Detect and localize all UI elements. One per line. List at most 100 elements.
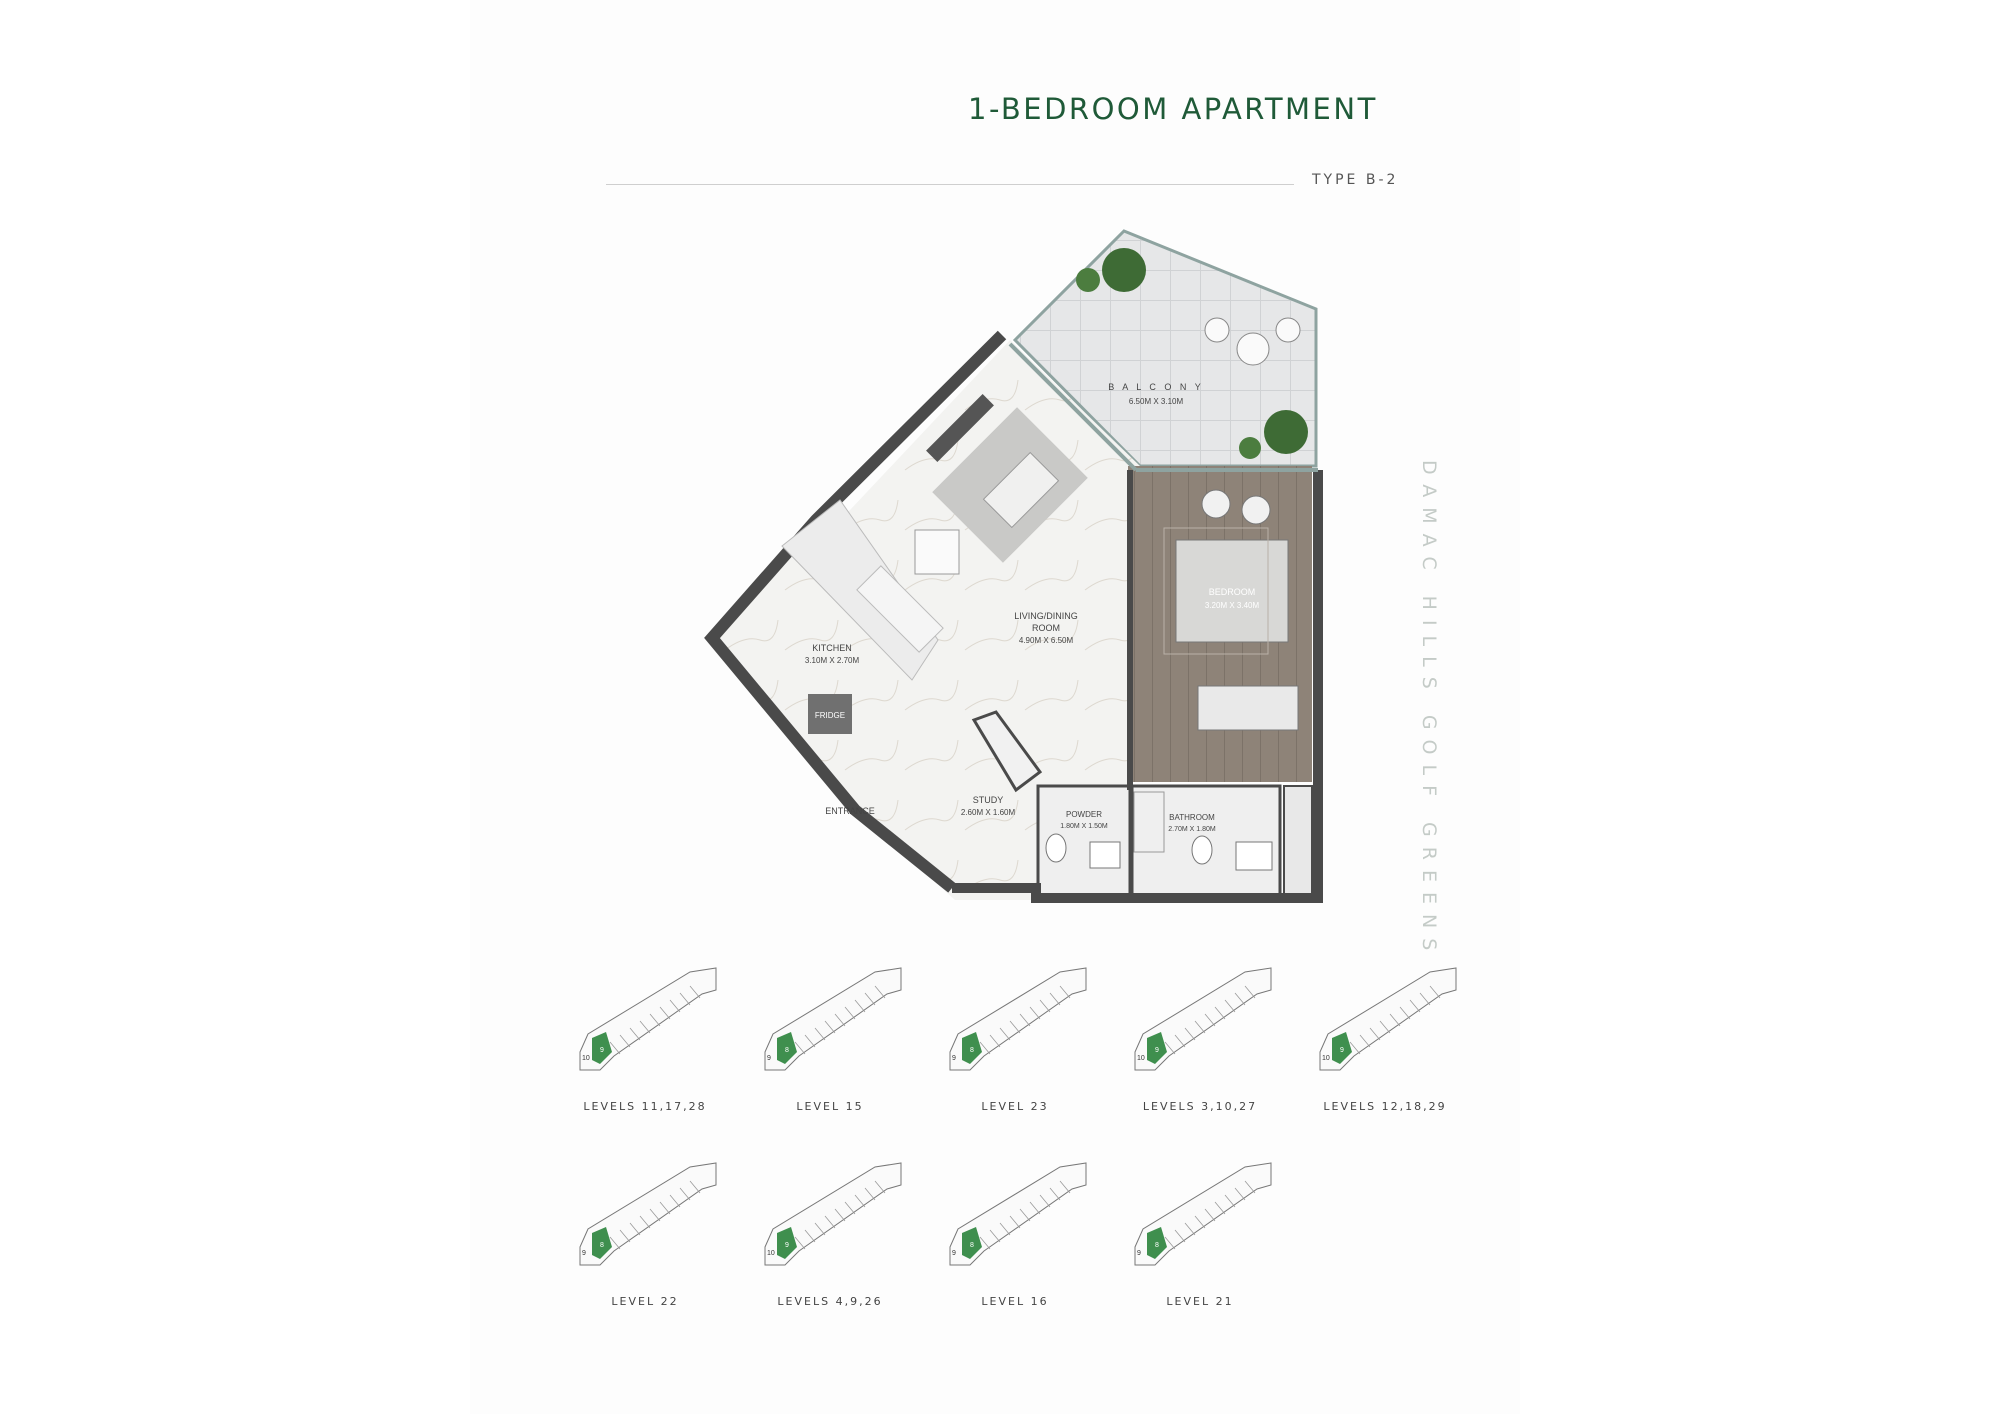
unit-divider xyxy=(1019,1208,1031,1222)
unit-divider xyxy=(1369,1027,1381,1041)
unit-divider xyxy=(864,992,876,1006)
powder-toilet xyxy=(1045,833,1067,863)
unit-divider xyxy=(1059,1180,1071,1194)
unit-divider xyxy=(649,1013,661,1027)
unit-divider xyxy=(1029,1201,1041,1215)
unit-divider xyxy=(1204,1208,1216,1222)
key-plan-diagram: 9 10 xyxy=(1319,967,1457,1071)
unit-divider xyxy=(804,1229,816,1243)
study-size: 2.60M X 1.60M xyxy=(961,808,1016,817)
highlighted-unit xyxy=(592,1227,612,1259)
highlighted-unit xyxy=(777,1032,797,1064)
unit-divider xyxy=(669,999,681,1013)
unit-divider xyxy=(844,1006,856,1020)
armchair-1 xyxy=(1201,489,1231,519)
kitchen-size: 3.10M X 2.70M xyxy=(805,656,860,665)
key-plan-diagram: 89 xyxy=(949,1162,1087,1266)
exterior-wall-west xyxy=(704,330,1007,893)
bedroom-label: BEDROOM xyxy=(1209,587,1256,597)
bedroom-size: 3.20M X 3.40M xyxy=(1205,601,1260,610)
unit-divider xyxy=(1214,1201,1226,1215)
highlighted-unit-number: 8 xyxy=(600,1242,604,1249)
unit-divider xyxy=(1184,1027,1196,1041)
balcony-label: B A L C O N Y xyxy=(1108,382,1204,392)
unit-divider xyxy=(689,985,701,999)
unit-divider xyxy=(834,1013,846,1027)
unit-divider xyxy=(1234,992,1246,1006)
unit-divider xyxy=(639,1020,651,1034)
unit-divider xyxy=(679,1187,691,1201)
unit-divider xyxy=(999,1222,1011,1236)
unit-divider xyxy=(1244,1180,1256,1194)
unit-divider xyxy=(794,1041,806,1055)
unit-divider xyxy=(1164,1236,1176,1250)
highlighted-unit-number: 9 xyxy=(600,1047,604,1054)
building-outline xyxy=(579,967,717,1071)
key-plan-level-label: LEVEL 23 xyxy=(981,1100,1049,1113)
unit-divider xyxy=(1059,985,1071,999)
bathroom-toilet xyxy=(1191,835,1213,865)
highlighted-unit-number: 8 xyxy=(970,1047,974,1054)
key-plan-level-label: LEVEL 22 xyxy=(611,1295,679,1308)
exterior-wall-south xyxy=(952,470,1323,903)
highlighted-unit-number: 9 xyxy=(1155,1047,1159,1054)
highlighted-unit-number: 8 xyxy=(785,1047,789,1054)
end-unit-number: 9 xyxy=(767,1055,771,1062)
unit-divider xyxy=(874,1180,886,1194)
highlighted-unit xyxy=(962,1032,982,1064)
key-plan-level-label: LEVELS 11,17,28 xyxy=(583,1100,707,1113)
end-unit-number: 9 xyxy=(952,1055,956,1062)
kitchen-label: KITCHEN xyxy=(812,643,852,653)
building-outline xyxy=(949,1162,1087,1266)
highlighted-unit xyxy=(592,1032,612,1064)
shower-screen xyxy=(1133,791,1165,853)
unit-divider xyxy=(1039,1194,1051,1208)
unit-divider xyxy=(844,1201,856,1215)
unit-divider xyxy=(639,1215,651,1229)
highlighted-unit-number: 9 xyxy=(1340,1047,1344,1054)
study-desk xyxy=(971,710,1043,793)
key-plan-level-label: LEVEL 21 xyxy=(1166,1295,1234,1308)
unit-divider xyxy=(649,1208,661,1222)
unit-divider xyxy=(824,1215,836,1229)
key-plan-level-label: LEVEL 16 xyxy=(981,1295,1049,1308)
key-plan-diagram: 89 xyxy=(579,1162,717,1266)
fridge xyxy=(808,694,852,734)
unit-divider xyxy=(1244,985,1256,999)
unit-divider xyxy=(679,992,691,1006)
unit-divider xyxy=(1009,1020,1021,1034)
building-outline xyxy=(579,1162,717,1266)
unit-divider xyxy=(1019,1013,1031,1027)
unit-divider xyxy=(1029,1006,1041,1020)
unit-divider xyxy=(1429,985,1441,999)
unit-divider xyxy=(824,1020,836,1034)
unit-divider xyxy=(1214,1006,1226,1020)
unit-divider xyxy=(804,1034,816,1048)
unit-type-label: TYPE B-2 xyxy=(1312,172,1399,188)
unit-divider xyxy=(814,1222,826,1236)
highlighted-unit xyxy=(1147,1227,1167,1259)
title-divider xyxy=(606,184,1294,185)
highlighted-unit-number: 9 xyxy=(785,1242,789,1249)
key-plan-diagram: 89 xyxy=(1134,1162,1272,1266)
unit-divider xyxy=(1039,999,1051,1013)
unit-divider xyxy=(619,1034,631,1048)
bathroom-size: 2.70M X 1.80M xyxy=(1168,826,1216,833)
key-plan-diagram: 910 xyxy=(1134,967,1272,1071)
unit-divider xyxy=(979,1236,991,1250)
balcony-size: 6.50M X 3.10M xyxy=(1129,397,1184,406)
unit-divider xyxy=(629,1222,641,1236)
building-outline xyxy=(764,1162,902,1266)
key-plan-diagram: 89 xyxy=(949,967,1087,1071)
unit-divider xyxy=(609,1236,621,1250)
key-plan-level-label: LEVEL 15 xyxy=(796,1100,864,1113)
bed xyxy=(1175,539,1289,643)
bedroom-rug xyxy=(1163,527,1269,655)
key-plan-diagram: 89 xyxy=(764,967,902,1071)
unit-divider xyxy=(1184,1222,1196,1236)
building-outline xyxy=(764,967,902,1071)
end-unit-number: 10 xyxy=(767,1250,775,1257)
end-unit-number: 10 xyxy=(1322,1055,1330,1062)
dining-table xyxy=(914,529,960,575)
end-unit-number: 9 xyxy=(1137,1250,1141,1257)
